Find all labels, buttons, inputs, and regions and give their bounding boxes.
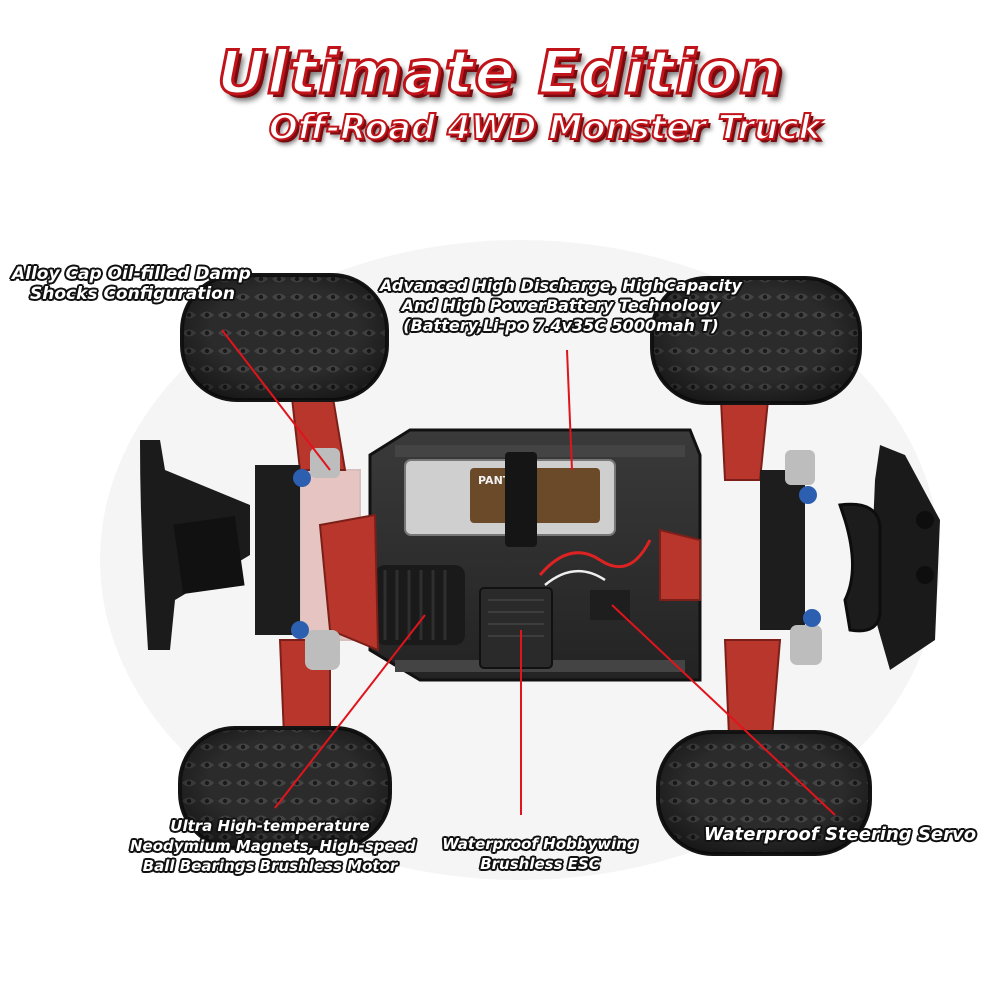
label-motor: Ultra High-temperature Neodymium Magnets… — [130, 817, 416, 875]
motor — [318, 513, 465, 652]
front-axle-block — [255, 465, 300, 635]
callout-line-battery — [566, 349, 573, 471]
shocks — [291, 448, 822, 670]
battery: PANTHER — [404, 452, 616, 547]
front-bumper — [140, 440, 250, 650]
rear-axle-block — [760, 470, 805, 630]
callout-line-servo — [611, 604, 836, 816]
esc — [479, 587, 553, 669]
title-block: Ultimate Edition Off-Road 4WD Monster Tr… — [0, 37, 1000, 150]
title-sub: Off-Road 4WD Monster Truck — [268, 107, 822, 149]
front-left-tire — [180, 273, 389, 402]
rear-left-tire — [650, 276, 862, 405]
label-shocks: Alloy Cap Oil-filled Damp Shocks Configu… — [12, 264, 251, 304]
callout-line-motor — [274, 614, 426, 809]
servo — [538, 528, 701, 620]
callout-line-shocks — [221, 329, 331, 471]
rear-right-tire — [656, 730, 872, 856]
callout-lines — [221, 329, 836, 816]
label-esc: Waterproof Hobbywing Brushless ESC — [442, 835, 638, 873]
label-servo: Waterproof Steering Servo — [703, 824, 977, 845]
title-main: Ultimate Edition — [216, 37, 784, 110]
rear-wing — [837, 445, 940, 670]
front-right-tire — [178, 726, 392, 850]
label-battery: Advanced High Discharge, HighCapacity An… — [380, 276, 742, 335]
